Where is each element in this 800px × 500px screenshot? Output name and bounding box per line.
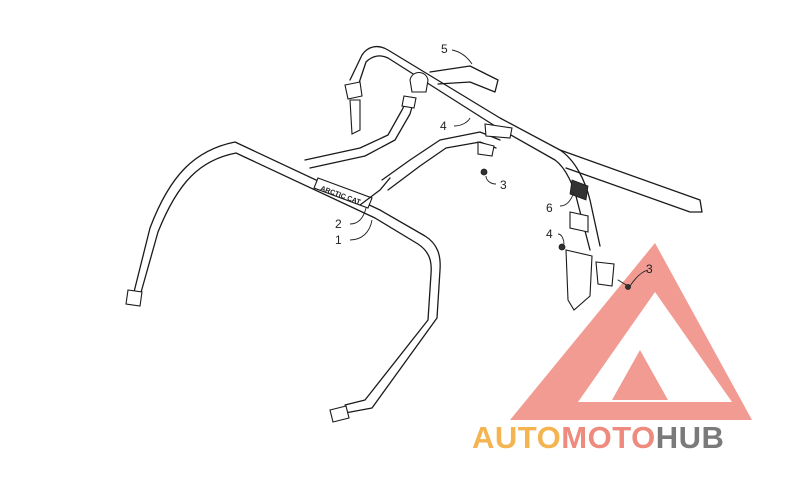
callout-5: 5 [441,42,448,56]
front-roll-bar: ARCTIC CAT [125,141,441,423]
callout-6: 6 [546,201,553,215]
callout-1: 1 [335,233,342,247]
watermark-hub: HUB [656,420,725,455]
overhead-bar [344,45,703,311]
callout-3-lower: 3 [646,262,653,276]
callout-4-upper: 4 [440,119,447,133]
watermark-logo-icon [510,243,752,420]
watermark-text: AUTOMOTOHUB [472,420,724,455]
watermark-auto: AUTO [472,420,561,455]
callout-leaders [349,49,649,287]
callout-4-lower: 4 [546,227,553,241]
watermark-moto: MOTO [561,420,655,455]
callout-2: 2 [335,217,342,231]
callout-3-upper: 3 [500,178,507,192]
